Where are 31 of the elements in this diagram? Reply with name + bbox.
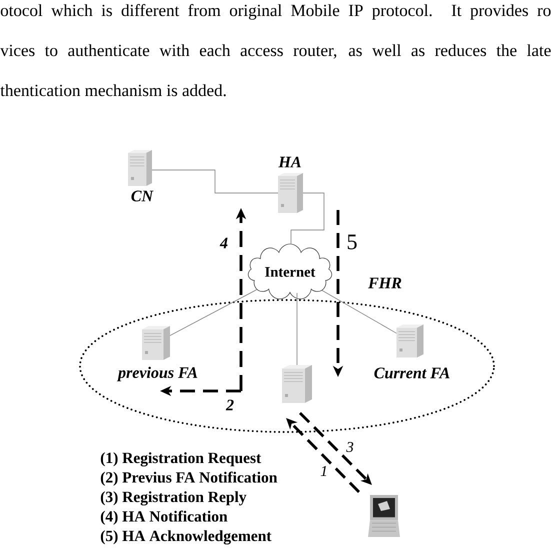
step-text: (2) Previus FA Notification xyxy=(100,472,278,486)
cloud: Internet xyxy=(248,244,332,300)
edge-label: 4 xyxy=(219,236,229,250)
dotted-ellipse xyxy=(79,299,495,433)
server: CN xyxy=(128,150,154,202)
edge-label: 1 xyxy=(319,465,329,477)
text-line: otocol which is different from original Mobile IP protocol. It provides ro xyxy=(0,4,551,20)
link-label: FHR xyxy=(368,278,402,288)
server: HA xyxy=(278,156,303,213)
step-text: (4) HA Notification xyxy=(100,510,228,525)
step-text: (1) Registration Request xyxy=(100,452,262,466)
edge-label: 5 xyxy=(346,234,358,250)
server-icon xyxy=(282,365,312,403)
server: previous FA xyxy=(116,326,198,382)
node-label: CN xyxy=(131,190,154,202)
step-text: (5) HA Acknowledgement xyxy=(100,530,272,544)
laptop-icon xyxy=(368,495,400,537)
connector-line xyxy=(322,290,397,334)
edge-label: 2 xyxy=(225,398,235,412)
connector-line xyxy=(170,289,258,336)
connector-line xyxy=(290,192,324,244)
node-label: Current FA xyxy=(374,368,450,378)
node-label: HA xyxy=(278,156,301,168)
text-line: vices to authenticate with each access router, as well as reduces the late xyxy=(0,44,551,59)
server: Current FA xyxy=(374,324,450,378)
connector-line xyxy=(152,170,278,194)
edge-label: 3 xyxy=(345,440,355,454)
connector-line xyxy=(296,292,298,366)
text-line: thentication mechanism is added. xyxy=(0,84,226,96)
step-text: (3) Registration Reply xyxy=(100,491,246,506)
node-label: previous FA xyxy=(116,366,198,382)
